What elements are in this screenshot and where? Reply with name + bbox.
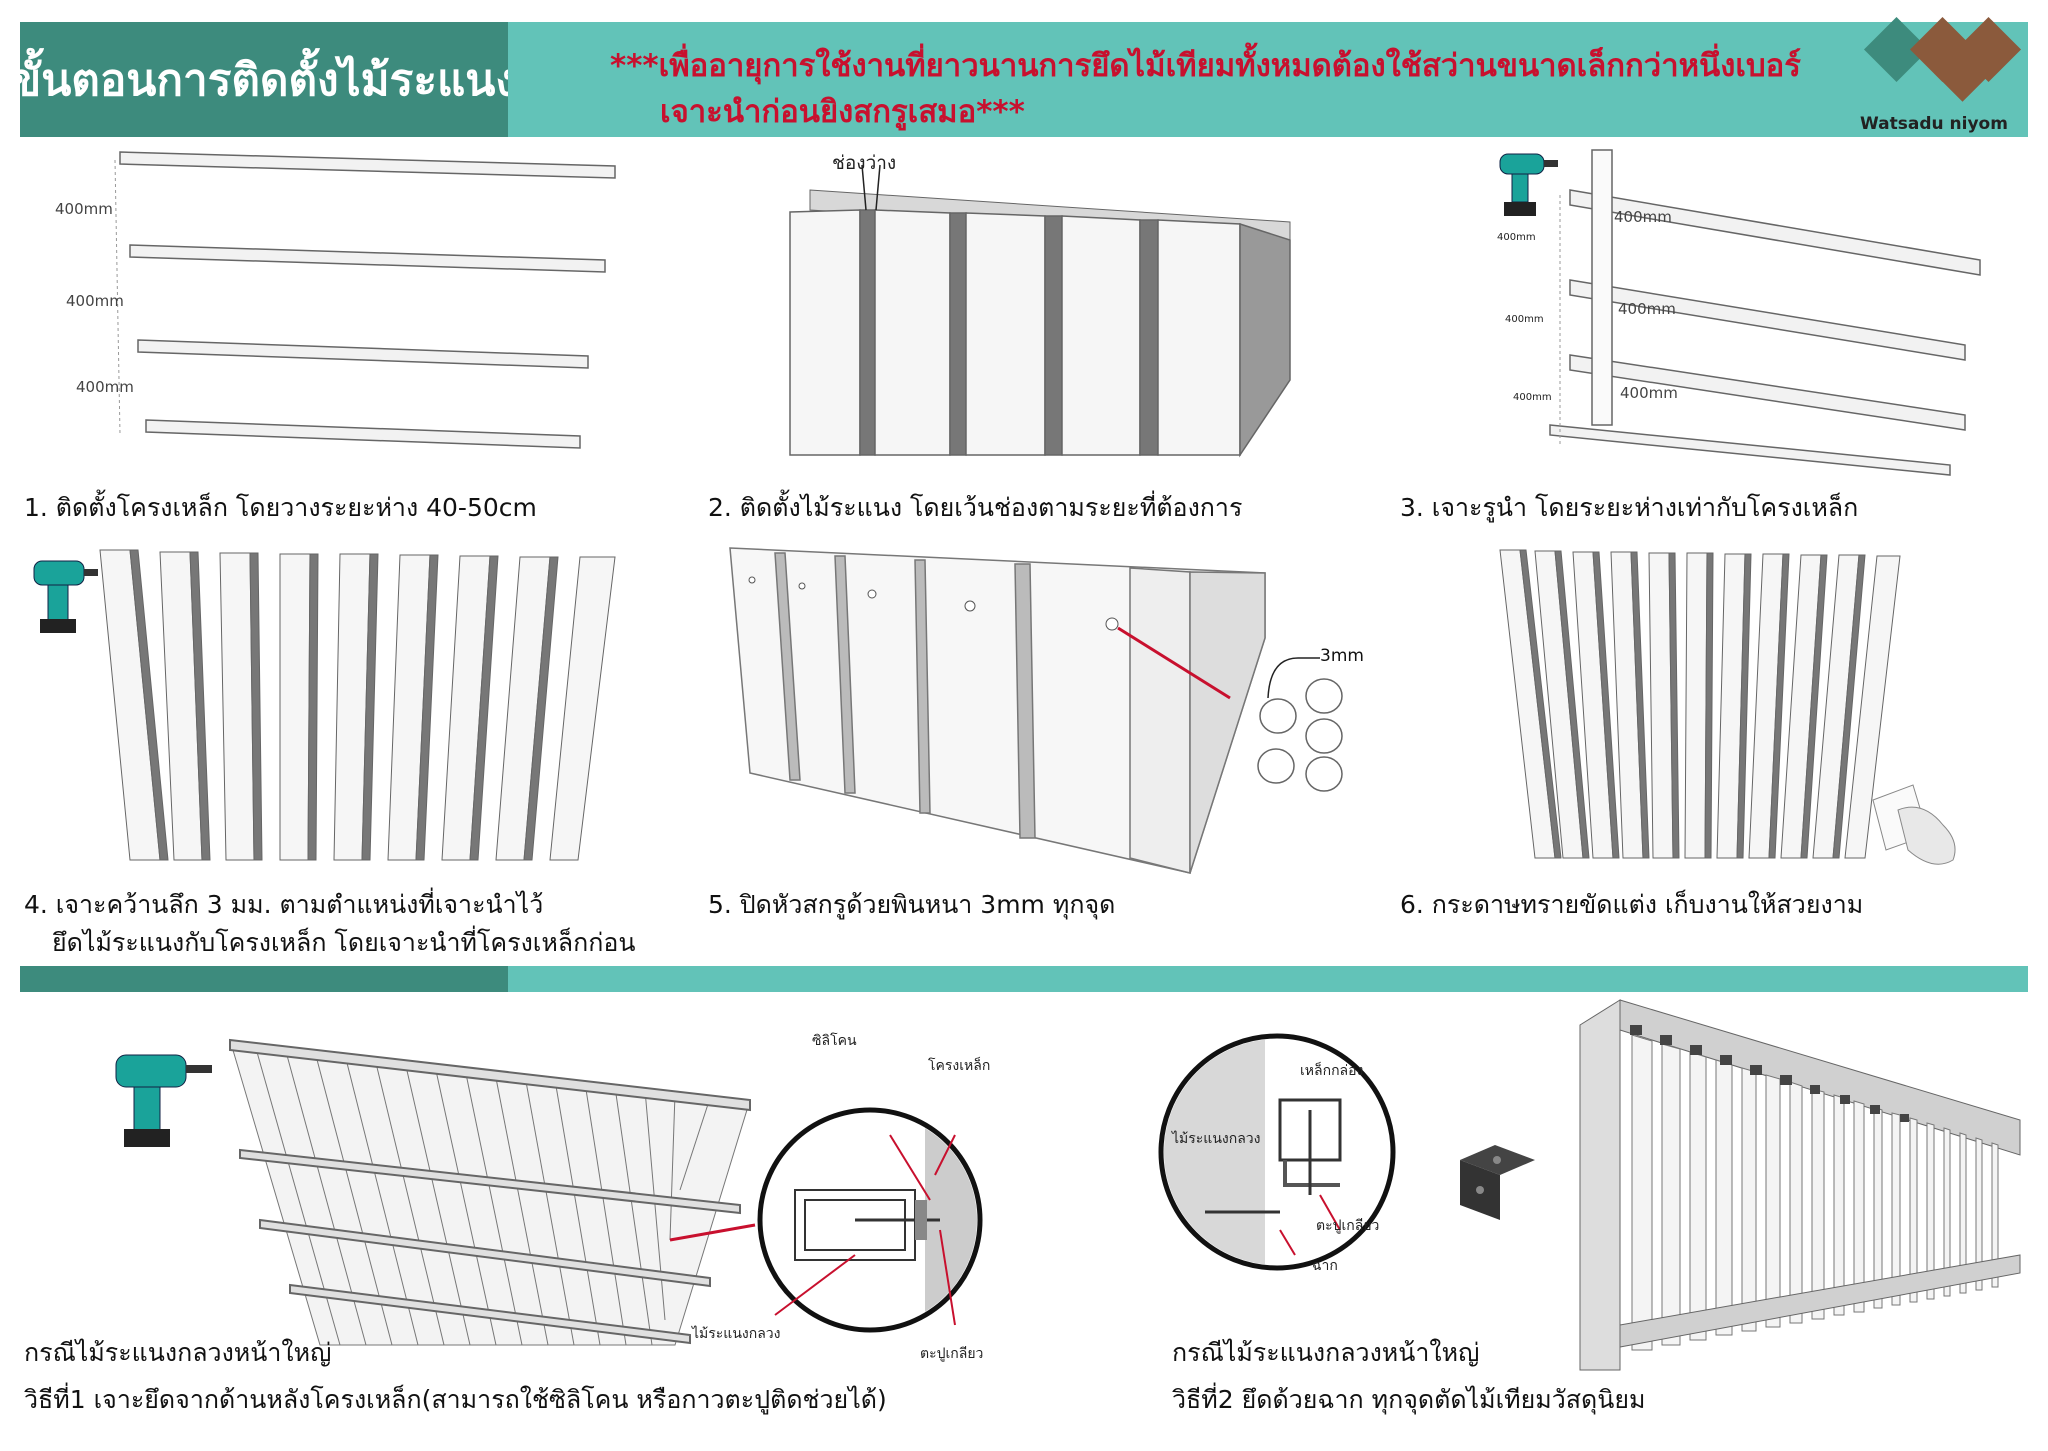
step5-illustration xyxy=(729,547,1343,874)
section-divider-dark xyxy=(20,966,508,992)
method1-line2: วิธีที่1 เจาะยึดจากด้านหลังโครงเหล็ก(สาม… xyxy=(24,1385,887,1414)
step5-3mm-label: 3mm xyxy=(1320,646,1364,666)
step3-caption: 3. เจาะรูนำ โดยระยะห่างเท่ากับโครงเหล็ก xyxy=(1400,493,1859,522)
method1-screw-label: ตะปูเกลียว xyxy=(920,1346,984,1362)
step3-label-4: 400mm xyxy=(1497,232,1536,243)
method1-steel-frame-label: โครงเหล็ก xyxy=(928,1058,991,1074)
step3-label-2: 400mm xyxy=(1618,300,1676,318)
brand-logo-icon xyxy=(1863,16,2022,102)
sanding-hand-icon xyxy=(1872,784,1956,865)
header-band xyxy=(508,22,2028,137)
method2-hollow-slat-label: ไม้ระแนงกลวง xyxy=(1172,1131,1261,1147)
drill-icon xyxy=(1499,153,1558,216)
step5-caption: 5. ปิดหัวสกรูด้วยพินหนา 3mm ทุกจุด xyxy=(708,890,1116,919)
step2-gap-label: ช่องว่าง xyxy=(832,152,897,174)
step6-caption: 6. กระดาษทรายขัดแต่ง เก็บงานให้สวยงาม xyxy=(1400,890,1864,919)
method1-illustration xyxy=(229,1038,756,1346)
step1-label-1: 400mm xyxy=(55,200,113,218)
step4-caption-line2: ยึดไม้ระแนงกับโครงเหล็ก โดยเจาะนำที่โครง… xyxy=(52,928,636,957)
step1-illustration xyxy=(114,151,616,449)
method2-detail-circle xyxy=(1158,1033,1396,1271)
warning-line-2: เจาะนำก่อนยิงสกรูเสมอ*** xyxy=(660,94,1025,130)
method1-silicone-label: ซิลิโคน xyxy=(812,1033,857,1049)
step1-label-2: 400mm xyxy=(66,292,124,310)
l-bracket-icon xyxy=(1460,1145,1535,1220)
method2-line2: วิธีที่2 ยึดด้วยฉาก ทุกจุดตัดไม้เทียมวัส… xyxy=(1172,1385,1646,1414)
drill-icon xyxy=(33,560,98,633)
method2-screw-label: ตะปูเกลียว xyxy=(1316,1218,1380,1234)
step3-label-1: 400mm xyxy=(1614,208,1672,226)
method2-line1: กรณีไม้ระแนงกลวงหน้าใหญ่ xyxy=(1172,1338,1480,1367)
method2-illustration xyxy=(1579,999,2021,1371)
step2-caption: 2. ติดตั้งไม้ระแนง โดยเว้นช่องตามระยะที่… xyxy=(708,493,1243,522)
title-box: ขั้นตอนการติดตั้งไม้ระแนง xyxy=(11,22,517,137)
step1-caption: 1. ติดตั้งโครงเหล็ก โดยวางระยะห่าง 40-50… xyxy=(24,493,537,522)
step6-illustration xyxy=(1499,549,1901,859)
page-title: ขั้นตอนการติดตั้งไม้ระแนง xyxy=(11,54,517,106)
step3-label-3: 400mm xyxy=(1620,384,1678,402)
step2-illustration xyxy=(789,164,1291,458)
step3-label-5: 400mm xyxy=(1505,314,1544,325)
brand-logo-text: Watsadu niyom xyxy=(1860,114,2008,134)
method2-box-steel-label: เหล็กกล่อง xyxy=(1300,1063,1364,1079)
method2-bracket-label: ฉาก xyxy=(1312,1258,1338,1274)
method1-hollow-slat-label: ไม้ระแนงกลวง xyxy=(692,1326,781,1342)
step4-caption-line1: 4. เจาะคว้านลึก 3 มม. ตามตำแหน่งที่เจาะน… xyxy=(24,890,544,919)
warning-line-1: ***เพื่ออายุการใช้งานที่ยาวนานการยึดไม้เ… xyxy=(610,48,1801,84)
method1-detail-circle xyxy=(757,1107,983,1333)
step3-label-6: 400mm xyxy=(1513,392,1552,403)
step3-illustration xyxy=(1549,149,1981,476)
method1-line1: กรณีไม้ระแนงกลวงหน้าใหญ่ xyxy=(24,1338,332,1367)
step4-illustration xyxy=(99,549,616,861)
step1-label-3: 400mm xyxy=(76,378,134,396)
drill-icon xyxy=(115,1054,212,1147)
section-divider-light xyxy=(508,966,2028,992)
